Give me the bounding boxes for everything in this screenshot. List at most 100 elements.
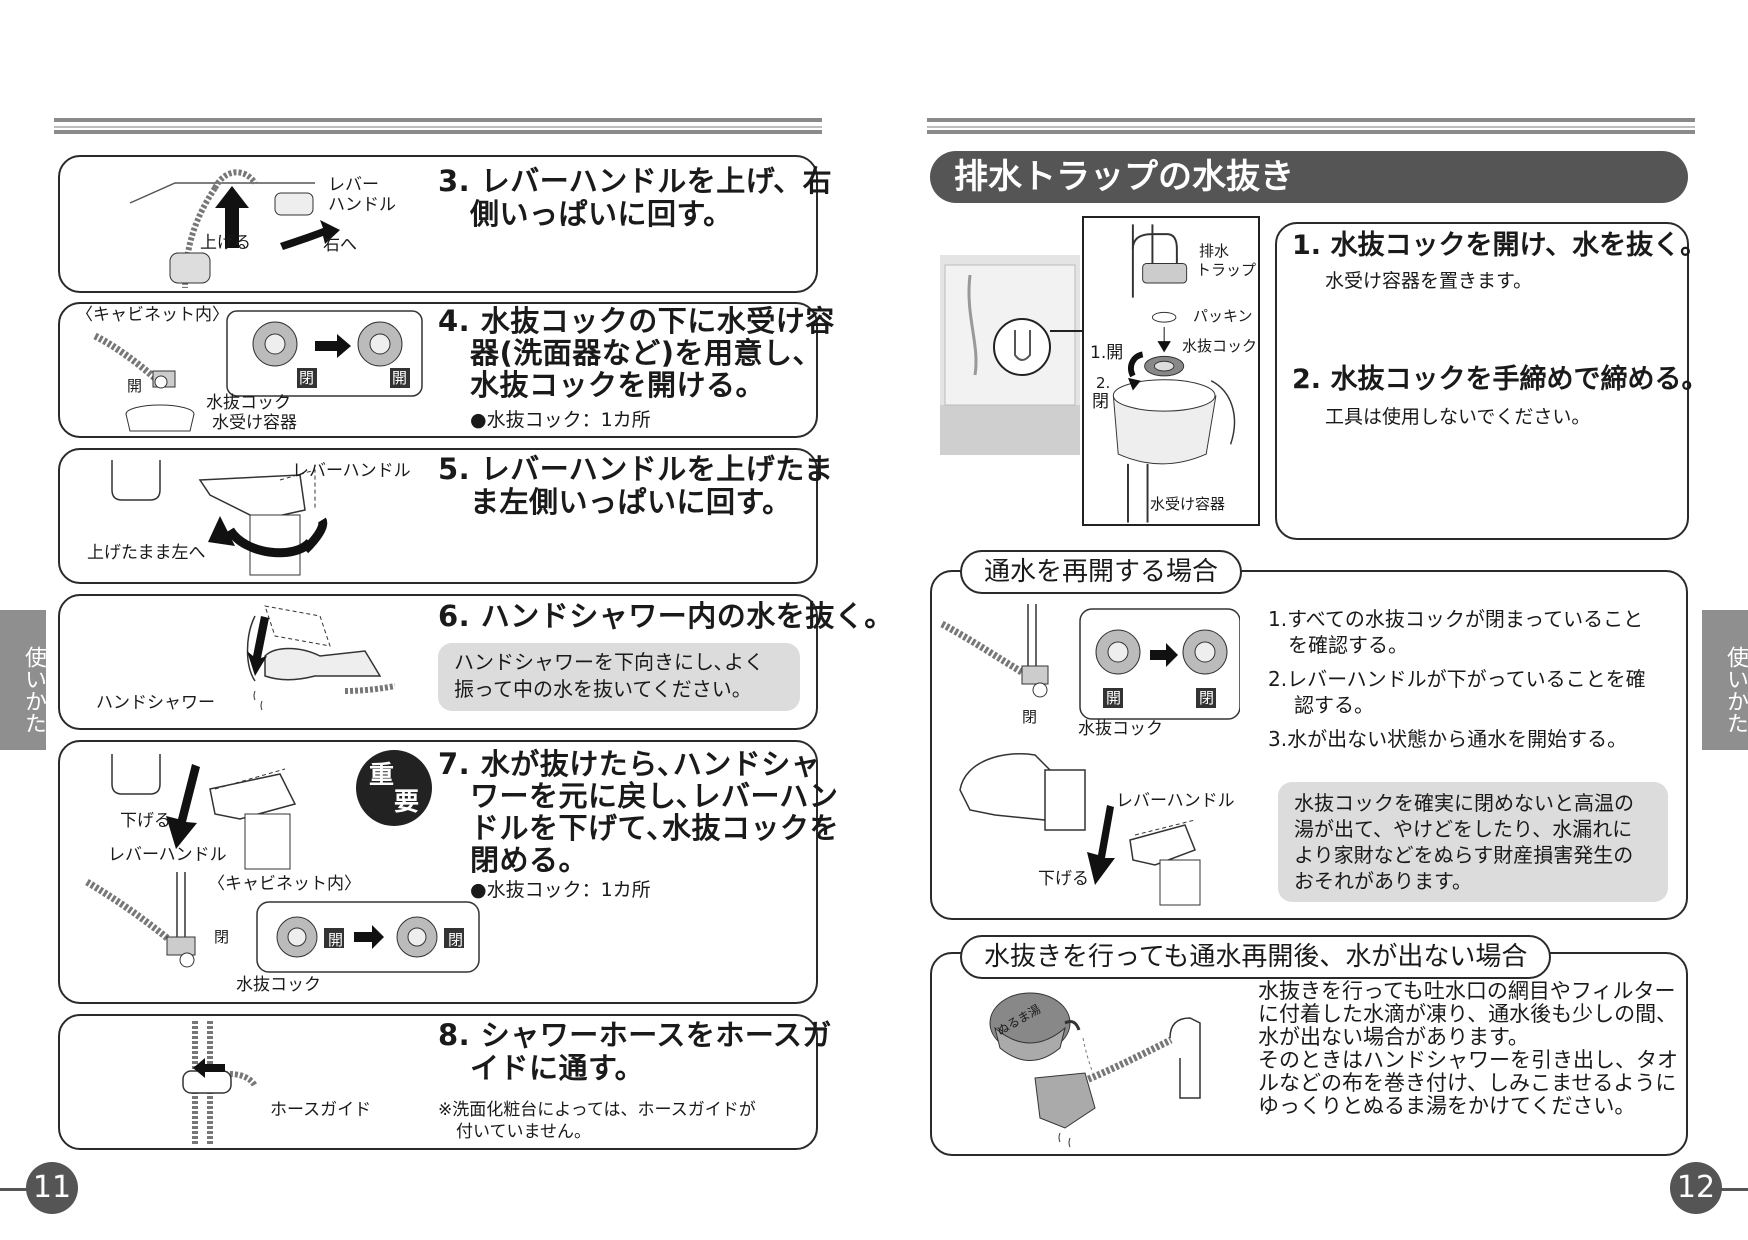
resume-item-2-l2: 認する。 [1294,693,1374,717]
warning-line-4: おそれがあります。 [1294,869,1472,893]
step4-mark-closed: 閉 [299,369,315,387]
important-badge-bottom: 要 [394,787,420,816]
step7-label-cock: 水抜コック [236,975,321,995]
drain-steps-card [1275,222,1689,540]
step7-figure-bottom [82,872,482,994]
step4-figure [75,306,425,436]
top-rule-left [54,118,822,134]
step4-label-open: 開 [127,377,143,395]
step4-note: ●水抜コック：1カ所 [470,409,651,431]
step7-title-3: ドルを下げて､水抜コックを [470,811,840,845]
step6-callout: ハンドシャワーを下向きにし､よく 振って中の水を抜いてください。 [438,643,800,711]
nowater-line-3: 水が出ない場合があります。 [1258,1025,1529,1049]
step5-label-upleft: 上げたまま左へ [87,543,206,563]
resume-header: 通水を再開する場合 [960,550,1243,594]
step3-label-lever2: ハンドル [328,195,396,215]
nowater-text: 水抜きを行っても吐水口の網目やフィルター に付着した水滴が凍り、通水後も少しの間… [1258,980,1678,1118]
cock-label: 水抜コック [1182,337,1258,355]
step3-label-right: 右へ [323,235,357,255]
top-rule-right [927,118,1695,134]
resume-label-down: 下げる [1038,869,1089,889]
resume-item-1-l2: を確認する。 [1288,633,1408,657]
step6-callout-2: 振って中の水を抜いてください。 [454,677,752,701]
step6-callout-1: ハンドシャワーを下向きにし､よく [454,650,764,674]
nowater-line-5: ルなどの布を巻き付け、しみこませるように [1258,1071,1677,1095]
step7-label-lever: レバーハンドル [108,845,227,865]
step7-label-cabinet: 〈キャビネット内〉 [208,874,361,894]
page-number-right: 12 [1670,1162,1722,1214]
step5-label-lever: レバーハンドル [292,461,411,481]
trap-label-2: トラップ [1196,261,1257,279]
packing-label: パッキン [1193,307,1253,325]
step8-label-guide: ホースガイド [270,1100,372,1120]
resume-mark-closed: 閉 [1199,689,1215,707]
nowater-figure [975,978,1205,1148]
nowater-line-1: 水抜きを行っても吐水口の網目やフィルター [1258,979,1676,1003]
step4-title-3: 水抜コックを開ける。 [470,368,766,402]
resume-item-1: 1.すべての水抜コックが閉まっていること を確認する。 [1268,606,1643,658]
warning-line-3: より家財などをぬらす財産損害発生の [1294,843,1634,867]
step5-figure [100,450,330,580]
close-num-label: 2. [1096,374,1111,392]
step3-title-2: 側いっぱいに回す。 [470,197,733,231]
step7-label-down: 下げる [120,811,171,831]
nowater-header: 水抜きを行っても通水再開後、水が出ない場合 [960,935,1552,979]
resume-item-2: 2.レバーハンドルが下がっていることを確 認する。 [1268,666,1646,718]
sink-photo [940,255,1080,455]
open-label: 1.開 [1090,343,1124,363]
step4-label-cock: 水抜コック [206,393,291,413]
step5-card [58,448,818,584]
resume-item-2-l1: 2.レバーハンドルが下がっていることを確 [1268,667,1646,691]
resume-mark-open: 開 [1106,689,1122,707]
resume-item-1-l1: 1.すべての水抜コックが閉まっていること [1268,607,1644,631]
warning-line-2: 湯が出て、やけどをしたり、水漏れに [1294,817,1633,841]
step7-label-closed: 閉 [214,928,230,946]
resume-label-lever: レバーハンドル [1116,791,1235,811]
zoom-connector [1050,330,1082,332]
close-label: 閉 [1092,392,1109,412]
warning-line-1: 水抜コックを確実に閉めないと高温の [1294,791,1634,815]
step8-note-2: 付いていません。 [456,1122,591,1142]
step8-note-1: ※洗面化粧台によっては、ホースガイドが [438,1100,756,1120]
step3-label-up: 上げる [200,233,251,253]
resume-figure-top [940,604,1240,734]
page-number-line-right [1720,1188,1748,1191]
step7-title-2: ワーを元に戻し､レバーハン [470,779,839,813]
step4-mark-open: 開 [392,369,408,387]
nowater-line-6: ゆっくりとぬるま湯をかけてください。 [1258,1094,1636,1118]
trap-figure [1082,216,1260,526]
resume-label-closed: 閉 [1022,708,1038,726]
resume-item-3: 3.水が出ない状態から通水を開始する。 [1268,726,1627,752]
step7-mark-closed: 閉 [448,931,464,949]
trap-label-1: 排水 [1199,242,1230,260]
step4-label-container: 水受け容器 [212,413,297,433]
side-tab-left: 使いかた [0,610,46,750]
page-number-left: 11 [26,1162,78,1214]
drain-step1-title: 1. 水抜コックを開け、水を抜く。 [1292,230,1708,261]
step6-title: 6. ハンドシャワー内の水を抜く。 [438,599,894,633]
step3-title-1: 3. レバーハンドルを上げ、右 [438,164,833,198]
step8-title-1: 8. シャワーホースをホースガ [438,1018,832,1052]
step7-figure-top [100,744,330,874]
step6-label-shower: ハンドシャワー [96,693,215,713]
important-badge: 重 要 [356,750,432,826]
step4-label-cabinet: 〈キャビネット内〉 [76,305,229,325]
step6-figure [225,596,395,726]
step8-title-2: イドに通す。 [470,1051,645,1085]
important-badge-top: 重 [369,760,395,789]
nowater-line-4: そのときはハンドシャワーを引き出し、タオ [1258,1048,1678,1072]
step3-figure [115,158,415,288]
side-tab-right: 使いかた [1702,610,1748,750]
drain-step2-sub: 工具は使用しないでください。 [1325,406,1591,428]
step8-figure [175,1016,275,1146]
nowater-line-2: に付着した水滴が凍り、通水後も少しの間、 [1258,1002,1678,1026]
step5-title-1: 5. レバーハンドルを上げたま [438,452,834,486]
step7-mark-open: 開 [328,931,344,949]
resume-warning: 水抜コックを確実に閉めないと高温の 湯が出て、やけどをしたり、水漏れに より家財… [1278,782,1668,902]
step7-note: ●水抜コック：1カ所 [470,879,651,901]
step7-title-4: 閉める。 [470,843,589,877]
step7-title-1: 7. 水が抜けたら､ハンドシャ [438,747,821,781]
container-label: 水受け容器 [1150,495,1226,513]
step3-label-lever1: レバー [328,175,379,195]
resume-label-cock: 水抜コック [1078,719,1163,739]
